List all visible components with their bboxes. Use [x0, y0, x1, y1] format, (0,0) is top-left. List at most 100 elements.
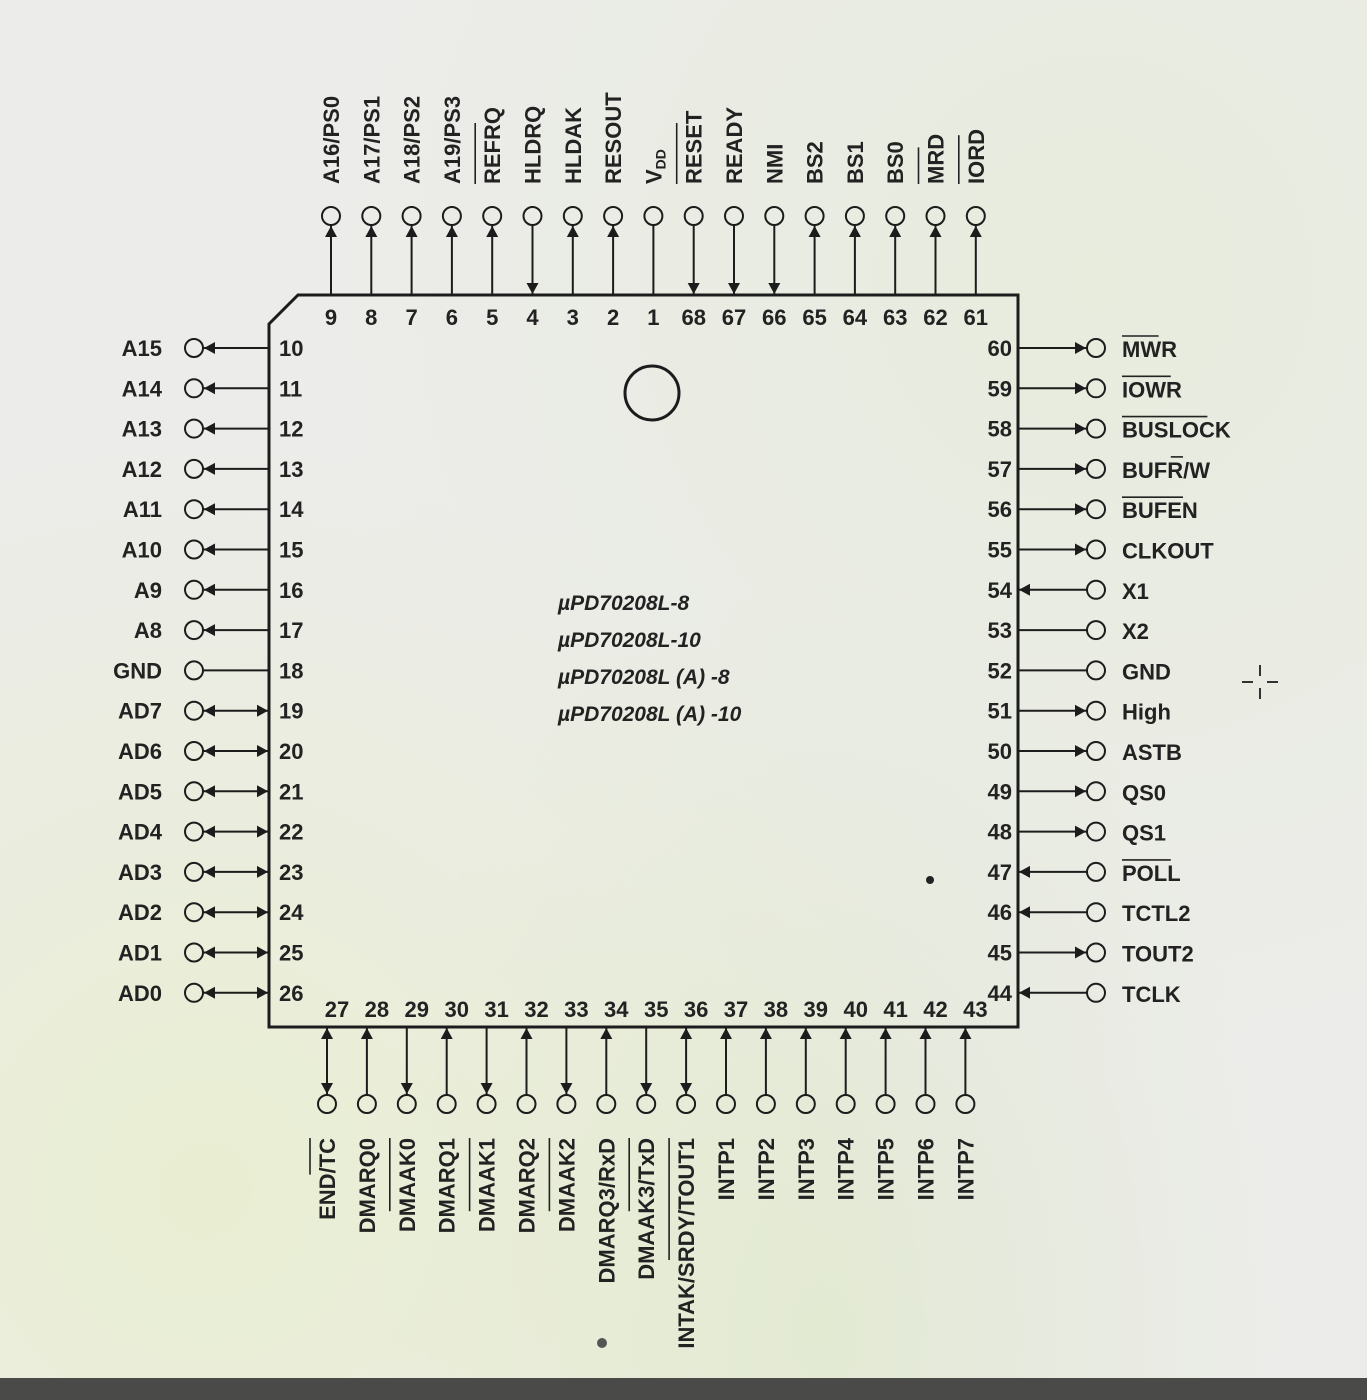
pin-13-a12-terminal	[184, 458, 204, 479]
pin-22-ad4-arrow-in	[257, 825, 268, 838]
pin-67-ready-terminal	[724, 206, 744, 226]
pin-50-astb-arrow-out	[1075, 745, 1086, 757]
pin-19-ad7-terminal	[184, 700, 204, 721]
pin-40-intp4-terminal	[835, 1094, 856, 1114]
pin-7-a18-ps2-name: A18/PS2	[400, 96, 425, 184]
pin-33-dmaak2-terminal	[556, 1094, 577, 1114]
pin-25-ad1-arrow-out	[204, 946, 215, 959]
pin-8-a17-ps1-arrow-out	[365, 226, 378, 237]
pin-67-ready-name: READY	[722, 107, 747, 184]
pin-61-iord-terminal	[965, 206, 986, 226]
pin-44-tclk-number: 44	[988, 981, 1013, 1006]
pin-30-dmarq1-name: DMARQ1	[435, 1138, 460, 1233]
pin-43-intp7-number: 43	[963, 997, 987, 1022]
pin-23-ad3-name: AD3	[118, 860, 162, 885]
pin-5-refrq-arrow-out	[486, 226, 499, 237]
pin-24-ad2-arrow-in	[257, 906, 268, 919]
pin-16-a9-number: 16	[279, 578, 303, 603]
pin-19-ad7-number: 19	[279, 699, 303, 724]
pin-33-dmaak2-name: DMAAK2	[554, 1138, 579, 1232]
pin-28-dmarq0-arrow-in	[360, 1028, 373, 1039]
pin-32-dmarq2-number: 32	[524, 997, 548, 1022]
pin-19-ad7-name: AD7	[118, 699, 162, 724]
chip-body	[267, 293, 1020, 1029]
pin-5-refrq-name: REFRQ	[480, 107, 505, 184]
pin-55-clkout-terminal	[1086, 539, 1106, 560]
pin-25-ad1-terminal	[184, 942, 204, 963]
pin-66-nmi-name: NMI	[762, 144, 787, 184]
pin-58-buslock-terminal	[1086, 418, 1106, 439]
pin-39-intp3-arrow-in	[799, 1028, 812, 1039]
pin-59-iowr-terminal	[1086, 378, 1106, 399]
pin-6-a19-ps3-number: 6	[446, 305, 458, 330]
pin-44-tclk-terminal	[1086, 982, 1106, 1003]
pin-48-qs1-terminal	[1086, 821, 1106, 842]
pin-21-ad5-number: 21	[279, 779, 303, 804]
pin-34-dmarq3-rxd-terminal	[596, 1094, 617, 1114]
pin-42-intp6-name: INTP6	[914, 1138, 939, 1200]
pin-14-a11-arrow-out	[204, 503, 215, 516]
pin-4-hldrq-terminal	[522, 206, 543, 226]
pin-57-bufr-w-name: BUFR/W	[1122, 458, 1210, 483]
pin-26-ad0-number: 26	[279, 981, 303, 1006]
pin-28-dmarq0-number: 28	[365, 997, 389, 1022]
pin-22-ad4-name: AD4	[118, 820, 163, 845]
pin-51-high-number: 51	[988, 699, 1012, 724]
pin-27-end-tc-number: 27	[325, 997, 349, 1022]
pin-39-intp3-number: 39	[804, 997, 828, 1022]
pin-40-intp4-name: INTP4	[834, 1137, 859, 1200]
pin-59-iowr-number: 59	[988, 376, 1012, 401]
pin-38-intp2-number: 38	[764, 997, 788, 1022]
pin-36-intak-srdy-tout1-arrow-in	[680, 1028, 693, 1039]
pin-51-high-arrow-out	[1075, 704, 1086, 717]
part-number-label: µPD70208L-10	[557, 629, 701, 652]
pin-45-tout2-arrow-out	[1075, 946, 1086, 959]
pin-61-iord-number: 61	[964, 305, 988, 330]
pin-18-gnd-number: 18	[279, 658, 303, 683]
pin-15-a10-arrow-out	[204, 543, 215, 556]
pin-23-ad3-number: 23	[279, 860, 303, 885]
pin-17-a8-terminal	[184, 620, 204, 641]
pin-38-intp2-name: INTP2	[754, 1138, 779, 1200]
pin-27-end-tc-arrow-in	[321, 1028, 333, 1039]
pin-45-tout2-terminal	[1086, 942, 1106, 963]
pin-18-gnd-name: GND	[113, 658, 162, 683]
pin-63-bs0-number: 63	[883, 305, 907, 330]
pin-15-a10-number: 15	[279, 538, 303, 563]
pin-62-mrd-arrow-out	[929, 226, 942, 237]
pin-51-high-terminal	[1086, 700, 1106, 721]
pin-11-a14-terminal	[184, 378, 204, 399]
pin-57-bufr-w-number: 57	[988, 457, 1012, 482]
pin-26-ad0-terminal	[184, 982, 204, 1003]
pin-27-end-tc-terminal	[317, 1094, 337, 1114]
pin-35-dmaak3-txd-number: 35	[644, 997, 668, 1022]
pin-42-intp6-terminal	[915, 1094, 936, 1114]
pin-48-qs1-arrow-out	[1075, 825, 1086, 838]
pin-8-a17-ps1-number: 8	[365, 305, 377, 330]
pin-56-bufen-name: BUFEN	[1122, 498, 1198, 523]
pin-53-x2-name: X2	[1122, 619, 1149, 644]
pin-43-intp7-arrow-in	[959, 1028, 972, 1039]
pin-47-poll-number: 47	[988, 860, 1012, 885]
pin-11-a14-arrow-out	[204, 382, 215, 395]
pin-36-intak-srdy-tout1-terminal	[676, 1094, 697, 1114]
pin-29-dmaak0-number: 29	[405, 997, 429, 1022]
pin-25-ad1-number: 25	[279, 941, 303, 966]
part-number-label: µPD70208L-8	[557, 592, 689, 615]
pin-5-refrq-terminal	[482, 206, 503, 226]
pin-45-tout2-name: TOUT2	[1122, 942, 1194, 967]
pin-37-intp1-terminal	[716, 1094, 736, 1114]
pin-64-bs1-number: 64	[843, 305, 868, 330]
pin-59-iowr-arrow-out	[1075, 382, 1086, 395]
pin-55-clkout-arrow-out	[1075, 543, 1086, 556]
pin-49-qs0-terminal	[1086, 781, 1106, 802]
pin-42-intp6-number: 42	[923, 997, 947, 1022]
pin-46-tctl2-arrow-in	[1019, 906, 1030, 919]
pin-68-reset-arrow-in	[687, 283, 700, 294]
pin-6-a19-ps3-arrow-out	[445, 226, 458, 237]
pin-24-ad2-number: 24	[279, 900, 304, 925]
pin-31-dmaak1-number: 31	[484, 997, 508, 1022]
pin-65-bs2-arrow-out	[808, 226, 821, 237]
pin-34-dmarq3-rxd-name: DMARQ3/RxD	[594, 1138, 619, 1283]
